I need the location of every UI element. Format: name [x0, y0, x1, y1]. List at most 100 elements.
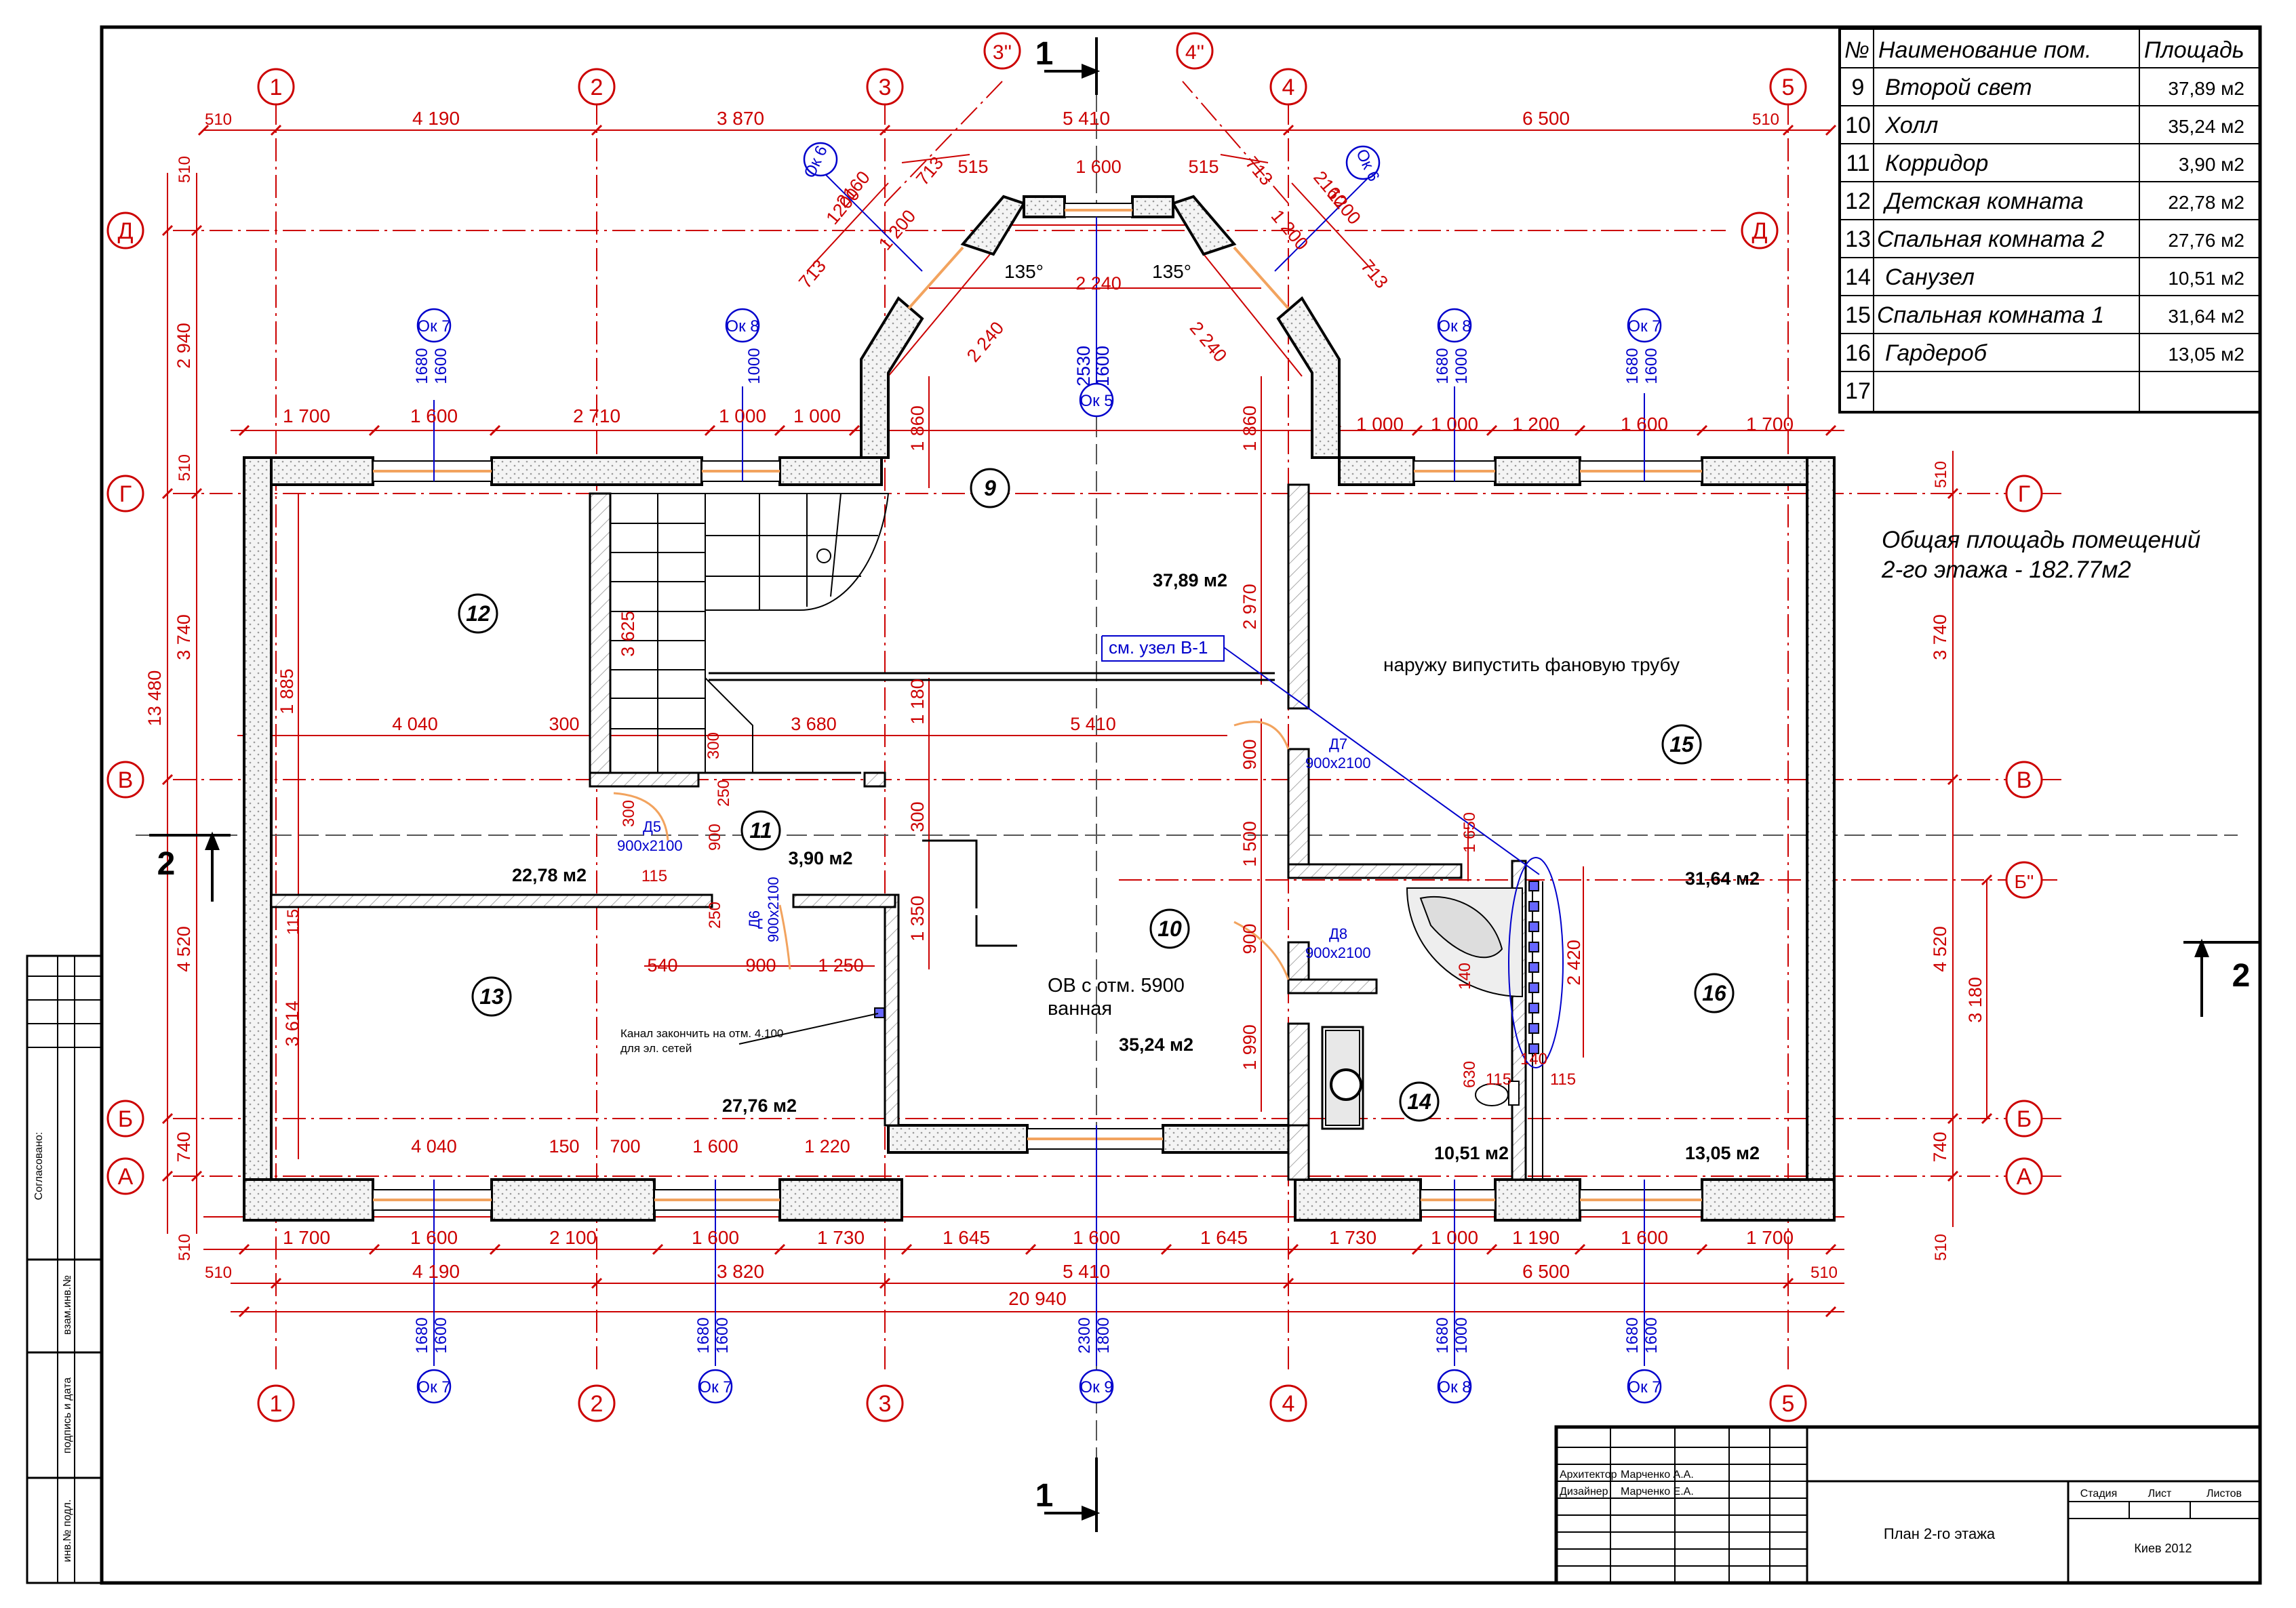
table-row-num: 15 [1845, 302, 1871, 328]
dim-int: 150 [549, 1136, 579, 1157]
dim-right: 3 180 [1965, 977, 1985, 1023]
dim-int: 3 614 [282, 1001, 302, 1047]
axis-4pp: 4'' [1185, 41, 1204, 64]
dim-axes-bottom: 510 [205, 1264, 232, 1282]
axis-G-right: Г [2018, 481, 2030, 507]
door-d7-label: Д7 [1329, 736, 1347, 752]
table-row-area: 3,90 м2 [2179, 154, 2244, 175]
axis-B-left: Б [118, 1106, 133, 1132]
title-block-text: Архитектор Марченко А.А. Дизайнер Марчен… [1560, 1469, 2242, 1555]
stamp-architect-role: Архитектор [1560, 1469, 1617, 1481]
dim-int: 140 [1520, 1050, 1547, 1068]
dim-top: 5 410 [1063, 108, 1110, 129]
dim-int: 1 885 [277, 668, 297, 715]
note-node: см. узел В-1 [1109, 637, 1208, 658]
table-row-area: 27,76 м2 [2168, 230, 2244, 251]
axis-5-top: 5 [1782, 75, 1795, 100]
side-stamp-agreed: Согласовано: [33, 1132, 45, 1201]
radiator [1528, 881, 1539, 1054]
axis-5-bottom: 5 [1782, 1391, 1795, 1417]
dim-int: 115 [284, 909, 302, 935]
axis-3-bottom: 3 [879, 1391, 892, 1417]
dim-int: 700 [610, 1136, 640, 1157]
dim-int: 1 650 [1461, 812, 1479, 853]
dim-int: 250 [715, 780, 733, 807]
dim-int: 140 [1456, 963, 1474, 990]
dim-right: 3 740 [1930, 614, 1950, 660]
dim-axes-bottom: 5 410 [1063, 1261, 1110, 1282]
dim-bay: 2 240 [963, 318, 1008, 366]
room-16-tag: 16 [1702, 981, 1726, 1005]
dim-left: 510 [176, 156, 194, 183]
dim-int: 4 040 [411, 1136, 457, 1157]
dim-wall-bottom: 1 645 [1200, 1227, 1248, 1248]
total-area-line1: Общая площадь помещений [1882, 527, 2200, 553]
dim-wall-top: 1 600 [1621, 414, 1668, 435]
doors [613, 721, 1290, 980]
dim-left: 510 [176, 454, 194, 481]
room-12-tag: 12 [466, 601, 490, 626]
dim-top: 3 870 [717, 108, 764, 129]
axis-V-left: В [118, 767, 134, 793]
stamp-designer-role: Дизайнер [1560, 1486, 1608, 1498]
window-height: 1680 [1623, 348, 1642, 384]
dim-bay: 713 [1242, 153, 1277, 189]
dim-axes-bottom: 6 500 [1522, 1261, 1570, 1282]
dim-int: 900 [745, 955, 776, 976]
window-height: 1680 [1433, 1317, 1452, 1353]
room-table: № Наименование пом. Площадь 9 Второй све… [1844, 37, 2244, 404]
room-tags [458, 468, 1735, 1122]
axis-B-right: Б [2017, 1106, 2032, 1132]
dim-wall-bottom: 1 190 [1512, 1227, 1560, 1248]
window-ok9-tag: Ок 9 [1080, 1378, 1113, 1396]
door-d6-size: 900x2100 [765, 877, 782, 942]
stamp-sheets: Листов [2206, 1488, 2242, 1500]
room-15-tag: 15 [1669, 732, 1695, 757]
axis-V-right: В [2017, 767, 2032, 793]
window-ok7-tag: Ок 7 [417, 317, 450, 336]
table-header-area: Площадь [2144, 37, 2244, 63]
dim-wall-top: 1 000 [1431, 414, 1478, 435]
window-ok8-tag: Ок 8 [726, 317, 759, 336]
dim-int: 3 680 [791, 714, 837, 734]
window-height: 1600 [1642, 1317, 1661, 1353]
window-height: 1600 [432, 1317, 450, 1353]
dimensions-right: 510 3 740 4 520 740 510 3 180 [1930, 461, 1985, 1261]
dim-wall-bottom: 1 730 [817, 1227, 865, 1248]
window-height: 1680 [1433, 348, 1452, 384]
table-row-area: 22,78 м2 [2168, 192, 2244, 213]
dimensions-top: 510 4 190 3 870 5 410 6 500 510 1 700 1 … [205, 108, 1794, 435]
room-numbers: 9 10 11 12 13 14 15 16 [466, 476, 1726, 1114]
window-ok8-tag: Ок 8 [1438, 317, 1471, 336]
dim-wall-bottom: 1 700 [283, 1227, 330, 1248]
window-height: 1000 [745, 348, 764, 384]
window-height: 1680 [694, 1317, 713, 1353]
window-tags [416, 142, 1662, 1404]
window-height: 1680 [413, 348, 431, 384]
door-d8-label: Д8 [1329, 925, 1347, 942]
table-header-name: Наименование пом. [1878, 37, 2091, 63]
room-table-grid [1838, 27, 2261, 414]
axis-D-left: Д [117, 218, 133, 244]
axis-4-bottom: 4 [1282, 1391, 1295, 1417]
dim-wall-top: 1 200 [1512, 414, 1560, 435]
window-ok5-tag: Ок 5 [1080, 392, 1113, 410]
dim-int: 1 220 [804, 1136, 850, 1157]
axis-labels: 1 2 3 3'' 4'' 4 5 1 2 3 4 5 Д Г В Б А Д … [117, 41, 2034, 1417]
room-14-tag: 14 [1407, 1089, 1431, 1114]
dim-wall-bottom: 1 000 [1431, 1227, 1478, 1248]
dim-right: 740 [1930, 1131, 1950, 1162]
door-labels: Д5 900x2100 Д7 900x2100 Д8 900x2100 Д6 9… [617, 736, 1371, 961]
dim-int: 5 410 [1070, 714, 1116, 734]
window-height: 1000 [1452, 348, 1471, 384]
dim-wall-top: 1 000 [1356, 414, 1404, 435]
dim-int: 115 [641, 867, 667, 885]
dim-left: 3 740 [174, 614, 194, 660]
dim-int: 2 420 [1564, 940, 1584, 986]
table-row-num: 13 [1845, 226, 1871, 252]
table-row-num: 9 [1852, 75, 1865, 100]
dim-left: 4 520 [174, 926, 194, 972]
table-row-num: 10 [1845, 113, 1871, 138]
